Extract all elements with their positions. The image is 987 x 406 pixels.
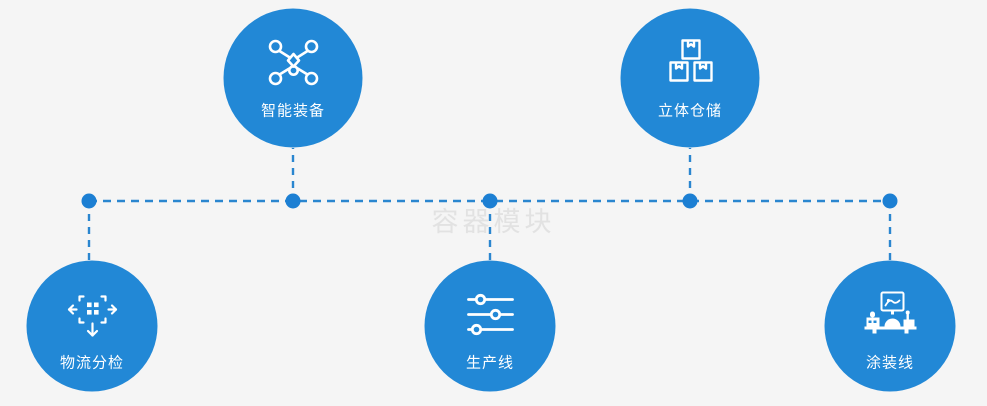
bubble-label-production-line: 生产线 xyxy=(465,354,514,372)
network-nodes-icon xyxy=(264,35,322,91)
stacked-boxes-icon xyxy=(661,35,719,91)
bubble-label-stereo-warehouse: 立体仓储 xyxy=(657,102,722,120)
bubble-smart-equipment[interactable]: 智能装备 xyxy=(223,8,363,148)
watermark-text: 容器模块 xyxy=(431,207,556,237)
bubble-label-logistics-sorting: 物流分检 xyxy=(59,354,124,372)
bubble-label-smart-equipment: 智能装备 xyxy=(260,102,325,120)
node-warehouse[interactable] xyxy=(682,193,698,209)
sliders-icon xyxy=(461,287,519,343)
sorting-arrows-icon xyxy=(63,287,121,343)
bubble-painting-line[interactable]: 涂装线 xyxy=(824,260,956,392)
paint-booth-icon xyxy=(861,287,919,343)
node-equipment[interactable] xyxy=(285,193,301,209)
bubble-production-line[interactable]: 生产线 xyxy=(424,260,556,392)
node-logistics[interactable] xyxy=(81,193,97,209)
bubble-stereo-warehouse[interactable]: 立体仓储 xyxy=(620,8,760,148)
bubble-label-painting-line: 涂装线 xyxy=(865,354,914,372)
node-painting[interactable] xyxy=(882,193,898,209)
bubble-logistics-sorting[interactable]: 物流分检 xyxy=(26,260,158,392)
node-production[interactable] xyxy=(482,193,498,209)
